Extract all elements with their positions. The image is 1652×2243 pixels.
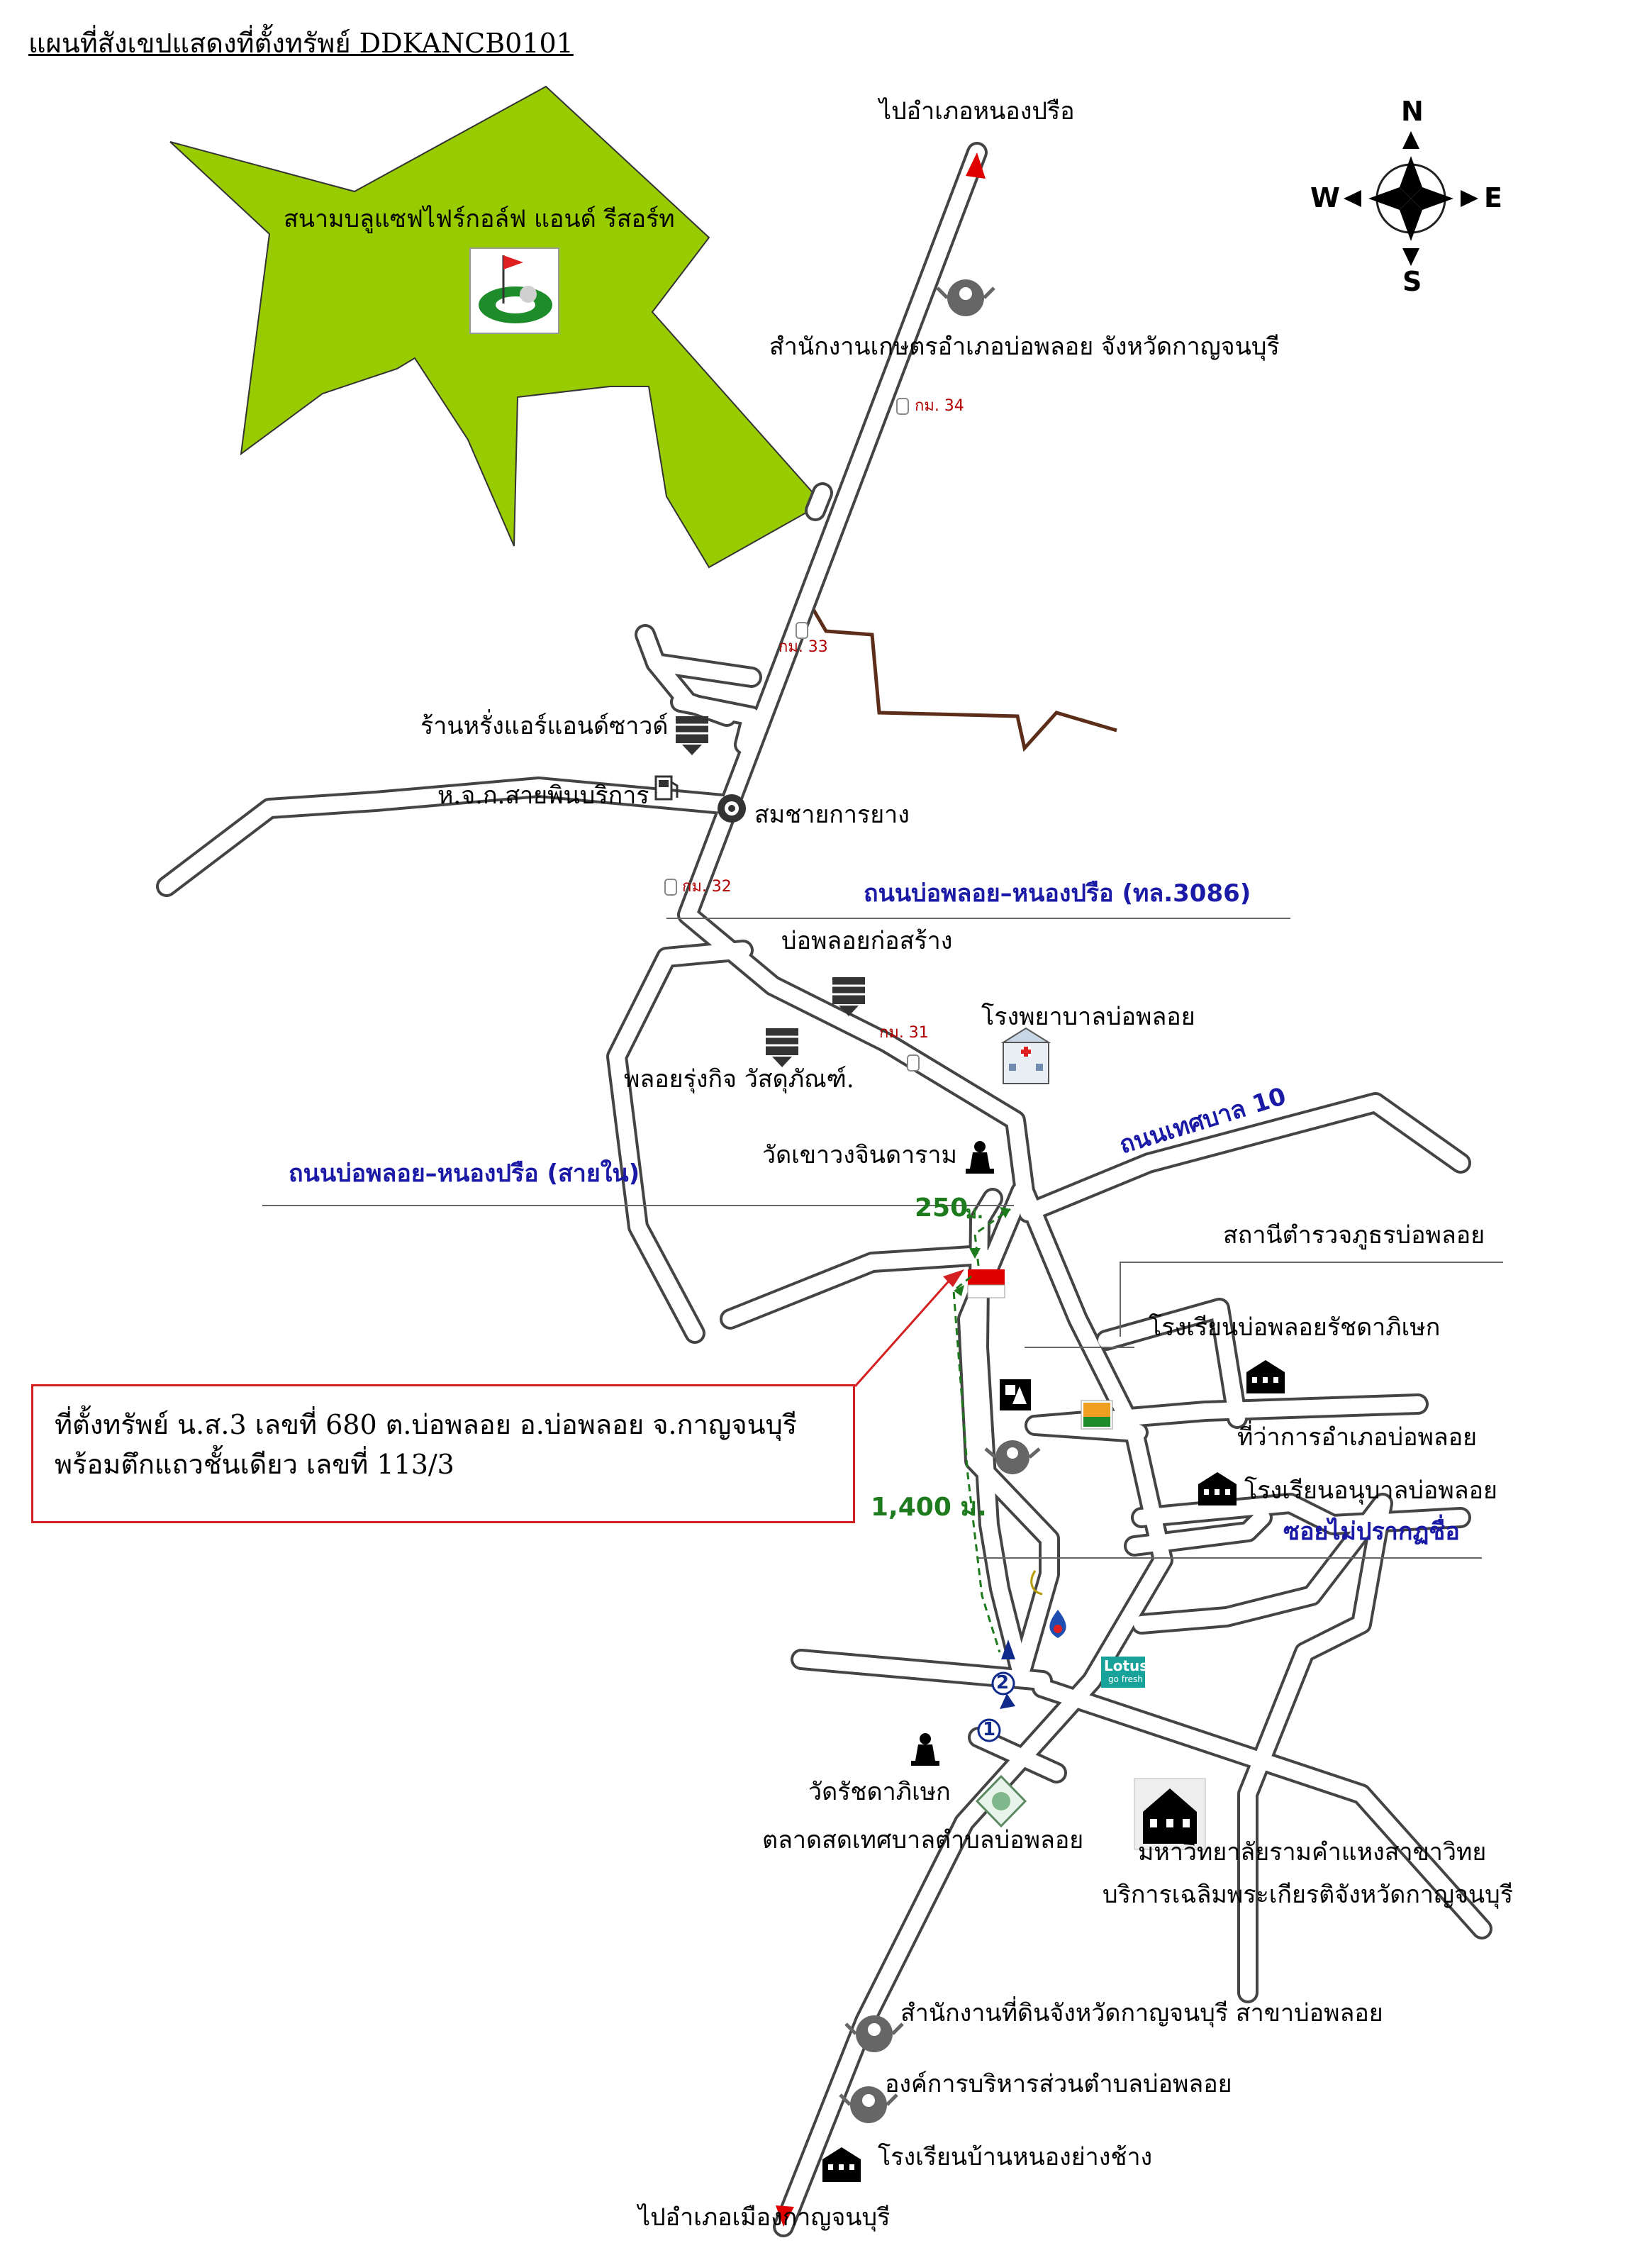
kindergarten-school-icon xyxy=(1198,1472,1237,1505)
golf-icon xyxy=(469,247,559,334)
police-station-icon xyxy=(1000,1379,1031,1410)
garuda-emblem-sao-icon xyxy=(839,2086,898,2123)
compass-rose-icon xyxy=(1344,131,1478,266)
ploy-material-label: พลอยรุ่งกิจ วัสดุภัณฑ์. xyxy=(624,1065,854,1093)
ptt-gas-station-icon xyxy=(1049,1610,1066,1638)
unnamed-soi-label: ซอยไม่ปรากฏชื่อ xyxy=(1283,1518,1460,1546)
south-arrow-icon xyxy=(776,2205,794,2227)
green-arrow-down-icon xyxy=(969,1248,981,1259)
km33-label: กม. 33 xyxy=(778,638,828,656)
air-shop-label: ร้านหรั่งแอร์แอนด์ซาวด์ xyxy=(420,712,669,740)
golf-course-label: สนามบลูแซฟไฟร์กอล์ฟ แอนด์ รีสอร์ท xyxy=(284,205,675,233)
compass-n-label: N xyxy=(1401,96,1424,127)
inner-road-label: ถนนบ่อพลอย–หนองปรือ (สายใน) xyxy=(289,1159,640,1188)
construction-building-icon xyxy=(832,977,865,1016)
convenience-store-icon xyxy=(1081,1400,1113,1430)
callout-pointer-head xyxy=(943,1269,964,1287)
river-line xyxy=(799,587,1117,752)
km-post-31-icon xyxy=(907,1054,920,1072)
property-callout-box: ที่ตั้งทรัพย์ น.ส.3 เลขที่ 680 ต.บ่อพลอย… xyxy=(31,1384,855,1523)
lotus-sub-label: go fresh xyxy=(1108,1674,1143,1684)
distance-route-1400 xyxy=(952,1275,1001,1653)
km31-label: กม. 31 xyxy=(879,1024,929,1042)
route-marker-2-label: 2 xyxy=(996,1672,1010,1693)
garuda-emblem-district-icon xyxy=(984,1440,1041,1474)
school-ratchada-label: โรงเรียนบ่อพลอยรัชดาภิเษก xyxy=(1149,1313,1441,1342)
wat-ratchada-label: วัดรัชดาภิเษก xyxy=(808,1778,951,1806)
north-arrow-icon xyxy=(966,152,986,179)
police-leader-line xyxy=(1120,1262,1503,1337)
agri-office-label: สำนักงานเกษตรอำเภอบ่อพลอย จังหวัดกาญจนบุ… xyxy=(769,333,1280,361)
property-marker-icon xyxy=(967,1269,1005,1298)
university-label-2: บริการเฉลิมพระเกียรติจังหวัดกาญจนบุรี xyxy=(1103,1881,1513,1909)
callout-line-2: พร้อมตึกแถวชั้นเดียว เลขที่ 113/3 xyxy=(55,1449,454,1480)
bp-construction-label: บ่อพลอยก่อสร้าง xyxy=(781,927,953,955)
wat-khao-wong-temple-icon xyxy=(966,1141,994,1174)
compass-s-label: S xyxy=(1402,266,1422,297)
market-icon xyxy=(975,1774,1027,1828)
km-post-34-icon xyxy=(896,398,909,415)
distance-1400-label: 1,400 ม. xyxy=(871,1493,987,1522)
wat-ratchada-temple-icon xyxy=(911,1733,939,1766)
km-post-32-icon xyxy=(664,879,677,896)
material-store-building-icon xyxy=(766,1028,798,1067)
lotus-store-icon xyxy=(1101,1657,1145,1688)
hospital-icon xyxy=(1000,1027,1051,1084)
distance-route-250 xyxy=(973,1208,1011,1267)
km34-label: กม. 34 xyxy=(915,397,964,415)
route-marker-1-label: 1 xyxy=(983,1719,996,1740)
market-label: ตลาดสดเทศบาลตำบลบ่อพลอย xyxy=(762,1826,1084,1854)
callout-line-1: ที่ตั้งทรัพย์ น.ส.3 เลขที่ 680 ต.บ่อพลอย… xyxy=(55,1409,798,1440)
km-post-33-icon xyxy=(796,622,808,639)
to-kanchanaburi-label: ไปอำเภอเมืองกาญจนบุรี xyxy=(638,2203,891,2232)
lotus-label: Lotus xyxy=(1104,1657,1149,1674)
green-arrow-left-icon xyxy=(954,1285,964,1296)
garuda-emblem-agri-icon xyxy=(936,279,995,316)
tire-shop-label: สมชายการยาง xyxy=(754,801,910,829)
kindergarten-label: โรงเรียนอนุบาลบ่อพลอย xyxy=(1244,1476,1497,1505)
compass-e-label: E xyxy=(1484,182,1502,213)
police-label: สถานีตำรวจภูธรบ่อพลอย xyxy=(1223,1221,1485,1249)
distance-250-label: 250 xyxy=(915,1193,969,1223)
distance-250-unit-label: ม. xyxy=(966,1203,983,1223)
km32-label: กม. 32 xyxy=(682,878,732,896)
callout-pointer xyxy=(854,1276,954,1387)
hospital-label: โรงพยาบาลบ่อพลอย xyxy=(981,1003,1195,1031)
air-shop-building-icon xyxy=(676,716,708,755)
route-marker-1-icon xyxy=(977,1693,1015,1742)
university-label-1: มหาวิทยาลัยรามคำแหงสาขาวิทย xyxy=(1138,1838,1487,1866)
university-icon xyxy=(1134,1778,1206,1850)
gas-pump-icon xyxy=(654,775,679,801)
garuda-emblem-land-icon xyxy=(844,2015,904,2052)
green-arrow-icon xyxy=(1000,1207,1010,1218)
to-nong-prue-label: ไปอำเภอหนองปรือ xyxy=(879,97,1075,126)
tire-icon xyxy=(718,794,746,823)
school-nong-yang-icon xyxy=(822,2147,861,2182)
map-title: แผนที่สังเขปแสดงที่ตั้งทรัพย์ DDKANCB010… xyxy=(28,28,574,59)
compass-w-label: W xyxy=(1310,182,1340,213)
route-marker-2-icon xyxy=(991,1640,1015,1696)
road-network xyxy=(156,142,1492,2237)
wat-khao-wong-label: วัดเขาวงจินดาราม xyxy=(762,1141,957,1169)
school-ratchada-icon xyxy=(1246,1360,1285,1393)
district-office-label: ที่ว่าการอำเภอบ่อพลอย xyxy=(1237,1423,1478,1452)
sao-label: องค์การบริหารส่วนตำบลบ่อพลอย xyxy=(885,2070,1232,2098)
gas-station-label: ห.จ.ก.สายพินบริการ xyxy=(437,781,649,810)
main-road-label: ถนนบ่อพลอย–หนองปรือ (ทล.3086) xyxy=(864,879,1251,908)
land-office-label: สำนักงานที่ดินจังหวัดกาญจนบุรี สาขาบ่อพล… xyxy=(900,1999,1383,2027)
school-nong-yang-label: โรงเรียนบ้านหนองย่างช้าง xyxy=(878,2143,1153,2171)
crescent-icon xyxy=(1030,1570,1043,1596)
